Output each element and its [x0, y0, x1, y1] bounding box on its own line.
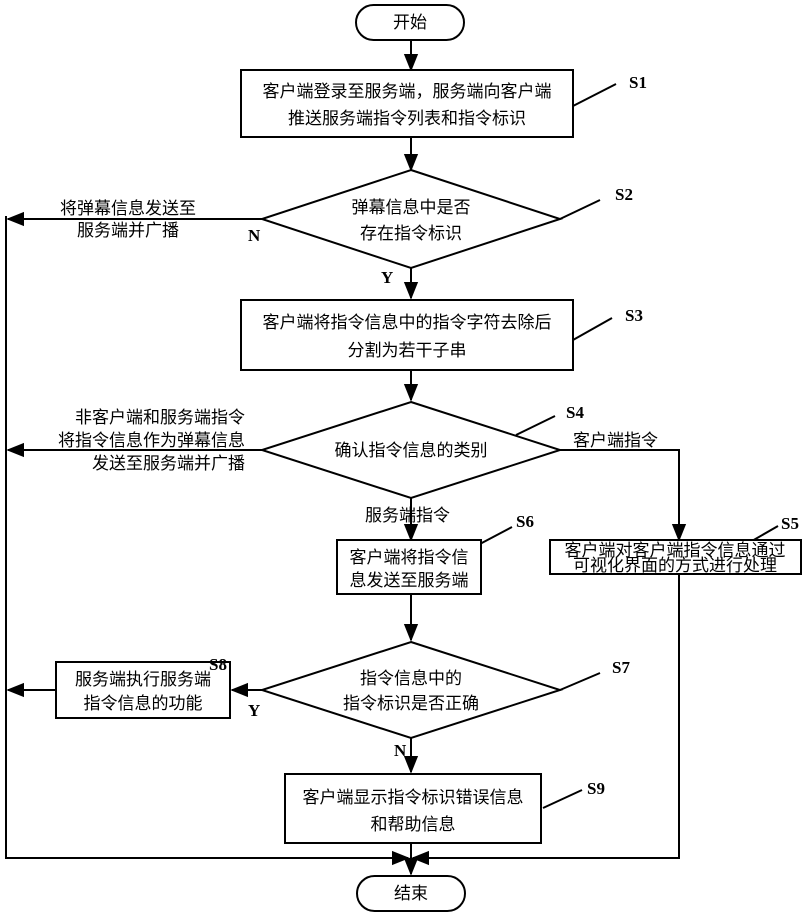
s2-yes-label: Y — [381, 268, 393, 287]
s6-box: 客户端将指令信 息发送至服务端 — [337, 540, 481, 594]
s1-line-1: 客户端登录至服务端，服务端向客户端 — [263, 82, 552, 102]
s7-leader — [560, 673, 600, 690]
s2-decision: 弹幕信息中是否 存在指令标识 — [262, 170, 560, 268]
s3-step-label: S3 — [625, 306, 643, 325]
s7-line-2: 指令标识是否正确 — [343, 694, 479, 714]
s9-box: 客户端显示指令标识错误信息 和帮助信息 — [285, 774, 541, 843]
s2-leader — [560, 200, 600, 219]
s7-no-label: N — [394, 741, 407, 760]
s1-box: 客户端登录至服务端，服务端向客户端 推送服务端指令列表和指令标识 — [241, 70, 573, 137]
s3-line-2: 分割为若干子串 — [348, 341, 467, 361]
s4-other-line-1: 非客户端和服务端指令 — [75, 408, 245, 428]
s6-leader — [478, 527, 512, 545]
s7-yes-label: Y — [248, 701, 260, 720]
s8-line-2: 指令信息的功能 — [84, 694, 203, 714]
s4-server-label: 服务端指令 — [365, 506, 450, 526]
s2-line-2: 存在指令标识 — [360, 224, 462, 244]
s3-leader — [573, 318, 612, 340]
s2-line-1: 弹幕信息中是否 — [352, 198, 471, 218]
s9-leader — [543, 790, 582, 808]
s9-line-1: 客户端显示指令标识错误信息 — [303, 788, 524, 808]
end-label: 结束 — [394, 884, 428, 904]
s3-line-1: 客户端将指令信息中的指令字符去除后 — [263, 313, 552, 333]
s6-line-2: 息发送至服务端 — [350, 571, 469, 591]
s7-decision: 指令信息中的 指令标识是否正确 — [262, 642, 560, 738]
s5-line-2: 可视化界面的方式进行处理 — [573, 556, 777, 576]
s5-step-label: S5 — [781, 514, 799, 533]
arrow-s4-to-s5 — [560, 450, 679, 540]
s1-line-2: 推送服务端指令列表和指令标识 — [288, 109, 526, 129]
start-label: 开始 — [393, 13, 427, 33]
s9-line-2: 和帮助信息 — [371, 815, 456, 835]
s8-box: 服务端执行服务端 指令信息的功能 — [56, 662, 230, 718]
s4-line-1: 确认指令信息的类别 — [335, 441, 488, 461]
s9-step-label: S9 — [587, 779, 605, 798]
s4-other-line-3: 发送至服务端并广播 — [92, 454, 245, 474]
s1-leader — [573, 84, 616, 106]
s6-line-1: 客户端将指令信 — [350, 548, 469, 568]
s7-line-1: 指令信息中的 — [360, 669, 462, 689]
s1-step-label: S1 — [629, 73, 647, 92]
s2-no-label: N — [248, 226, 261, 245]
s6-step-label: S6 — [516, 512, 534, 531]
s8-line-1: 服务端执行服务端 — [75, 670, 211, 690]
s8-step-label: S8 — [209, 655, 227, 674]
s4-step-label: S4 — [566, 403, 584, 422]
s7-step-label: S7 — [612, 658, 630, 677]
s2-no-action-line-2: 服务端并广播 — [77, 221, 179, 241]
s5-box: 客户端对客户端指令信息通过 可视化界面的方式进行处理 — [550, 540, 801, 576]
end-terminal: 结束 — [357, 876, 465, 911]
s4-leader — [516, 416, 555, 435]
s2-step-label: S2 — [615, 185, 633, 204]
s4-client-label: 客户端指令 — [573, 431, 658, 451]
s3-box: 客户端将指令信息中的指令字符去除后 分割为若干子串 — [241, 300, 573, 370]
s4-other-line-2: 将指令信息作为弹幕信息 — [58, 431, 245, 451]
start-terminal: 开始 — [356, 5, 464, 40]
s2-no-action-line-1: 将弹幕信息发送至 — [60, 199, 196, 219]
s4-decision: 确认指令信息的类别 — [262, 402, 560, 498]
